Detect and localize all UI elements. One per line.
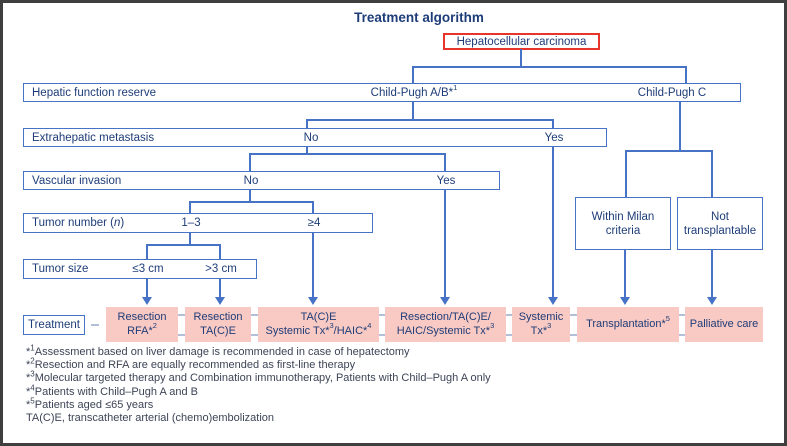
gap-dash [569,334,577,336]
gap-dash [505,314,513,316]
treatment-box-tace-systemic-haic: TA(C)E Systemic Tx*3/HAIC*4 [258,307,379,342]
row-label: Vascular invasion [32,174,122,187]
connector-line [249,153,251,171]
connector-line [219,244,221,259]
row-tumor-size: Tumor size ≤3 cm >3 cm [23,259,257,279]
value-1-3: 1–3 [181,217,201,229]
gap-dash [378,334,386,336]
node-hepatocellular-carcinoma: Hepatocellular carcinoma [443,33,600,50]
connector-line [306,119,554,121]
treatment-box-transplantation: Transplantation*5 [577,307,679,342]
node-label: Hepatocellular carcinoma [456,35,587,48]
row-label: Tumor number (n) [32,217,125,229]
arrowhead-down-icon [142,297,152,305]
connector-line [444,153,446,171]
treatment-box-resection-rfa: Resection RFA*2 [106,307,178,342]
arrowhead-down-icon [440,297,450,305]
connector-line [312,201,314,213]
connector-line [552,119,554,128]
gap-dash [678,314,686,316]
value-yes: Yes [436,174,456,187]
row-tumor-number: Tumor number (n) 1–3 ≥4 [23,213,373,233]
gap-dash [250,334,258,336]
connector-line [412,66,414,83]
value-no: No [243,174,259,187]
value-child-pugh-c: Child-Pugh C [637,86,707,99]
gap-dash [505,334,513,336]
footnote-2: *2Resection and RFA are equally recommen… [26,356,356,372]
connector-line [679,102,681,152]
flow-arrow-shaft [444,190,446,298]
treatment-box-resection-tace: Resection TA(C)E [185,307,251,342]
treatment-box-systemic-tx: Systemic Tx*3 [512,307,570,342]
arrowhead-down-icon [215,297,225,305]
connector-line [306,119,308,128]
row-extrahepatic-metastasis: Extrahepatic metastasis No Yes [23,128,607,147]
connector-line [711,150,713,197]
value-no: No [303,131,319,144]
flow-arrow-shaft [219,279,221,298]
gap-dash [678,334,686,336]
connector-line [625,150,713,152]
connector-line [189,201,191,213]
footnote-4: *4Patients with Child–Pugh A and B [26,382,199,398]
connector-line [412,66,687,68]
value-ge4: ≥4 [307,217,321,229]
value-child-pugh-ab: Child-Pugh A/B*1 [370,82,458,99]
row-vascular-invasion: Vascular invasion No Yes [23,171,500,190]
gap-dash [250,314,258,316]
node-within-milan-criteria: Within Milan criteria [575,197,671,250]
treatment-box-palliative-care: Palliative care [685,307,763,342]
connector-line [189,233,191,246]
row-label: Extrahepatic metastasis [32,131,155,144]
flow-arrow-shaft [624,250,626,298]
footnote-3: *3Molecular targeted therapy and Combina… [26,369,491,385]
arrowhead-down-icon [308,297,318,305]
value-gt3cm: >3 cm [205,263,237,275]
footnotes: *1Assessment based on liver damage is re… [26,343,746,425]
gap-dash [378,314,386,316]
footnote-abbreviation: TA(C)E, transcatheter arterial (chemo)em… [26,412,274,425]
connector-line [249,153,446,155]
flow-arrow-shaft [312,233,314,298]
arrowhead-down-icon [548,297,558,305]
flow-arrow-shaft [146,279,148,298]
connector-line [146,244,148,259]
value-le3cm: ≤3 cm [132,263,164,275]
row-label: Treatment [28,319,80,331]
gap-dash [177,314,185,316]
connector-line [520,49,522,67]
gap-dash [569,314,577,316]
row-label: Hepatic function reserve [32,86,157,99]
row-treatment-label: Treatment [23,315,85,335]
gap-dash [91,324,99,326]
connector-line [249,190,251,203]
figure-title: Treatment algorithm [354,10,484,25]
connector-line [412,102,414,121]
node-not-transplantable: Not transplantable [677,197,763,250]
flow-arrow-shaft [711,250,713,298]
treatment-box-resection-tace-haic-systemic: Resection/TA(C)E/ HAIC/Systemic Tx*3 [385,307,506,342]
footnote-5: *5Patients aged ≤65 years [26,396,154,411]
arrowhead-down-icon [707,297,717,305]
connector-line [189,201,314,203]
row-hepatic-function-reserve: Hepatic function reserve Child-Pugh A/B*… [23,83,741,102]
connector-line [625,150,627,197]
flow-arrow-shaft [552,147,554,298]
connector-line [146,244,221,246]
connector-line [685,66,687,83]
footnote-1: *1Assessment based on liver damage is re… [26,343,410,358]
gap-dash [177,334,185,336]
connector-line [306,147,308,155]
arrowhead-down-icon [620,297,630,305]
row-label: Tumor size [32,263,89,275]
value-yes: Yes [544,131,564,144]
